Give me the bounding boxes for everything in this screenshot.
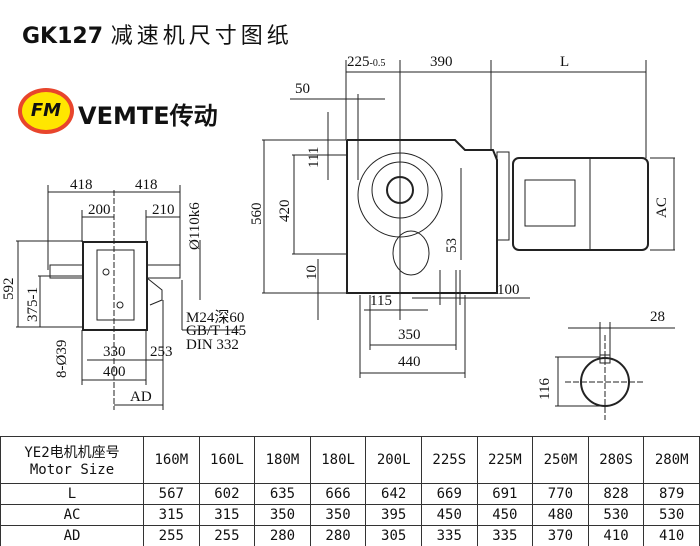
- value-cell: 335: [420, 525, 478, 546]
- value-cell: 480: [532, 504, 589, 526]
- dim-440: 440: [398, 354, 421, 370]
- value-cell: 350: [254, 504, 311, 526]
- dim-253: 253: [150, 344, 173, 360]
- dim-shaft-diameter: Ø110k6: [187, 202, 203, 250]
- value-cell: 828: [587, 483, 645, 505]
- value-cell: 350: [309, 504, 367, 526]
- brand-logo: FM: [18, 88, 74, 134]
- motor-size-cell: 180L: [309, 436, 367, 484]
- row-label: AC: [0, 504, 144, 526]
- value-cell: 335: [476, 525, 534, 546]
- value-cell: 305: [365, 525, 422, 546]
- dim-210: 210: [152, 202, 175, 218]
- dim-592: 592: [1, 277, 17, 301]
- standard-gb: GB/T 145: [186, 323, 247, 339]
- dim-400: 400: [103, 364, 126, 380]
- technical-drawing: [16, 60, 675, 420]
- value-cell: 530: [587, 504, 645, 526]
- dim-420: 420: [277, 199, 293, 223]
- motor-size-cell: 225S: [420, 436, 478, 484]
- value-cell: 669: [420, 483, 478, 505]
- value-cell: 410: [587, 525, 645, 546]
- value-cell: 370: [532, 525, 589, 546]
- value-cell: 879: [643, 483, 700, 505]
- dim-53: 53: [444, 238, 460, 253]
- dim-10: 10: [304, 265, 320, 280]
- dim-115: 115: [370, 293, 392, 309]
- value-cell: 770: [532, 483, 589, 505]
- side-view-drawing: [16, 185, 240, 410]
- dim-l: L: [560, 54, 570, 70]
- dim-225: 225-0.5: [347, 54, 386, 70]
- value-cell: 530: [643, 504, 700, 526]
- main-view-drawing: [262, 60, 675, 378]
- motor-size-cell: 180M: [254, 436, 311, 484]
- dim-350: 350: [398, 327, 421, 343]
- motor-size-cell: 225M: [476, 436, 534, 484]
- page-title: GK127 减速机尺寸图纸: [22, 24, 293, 49]
- thread-spec: M24深60: [186, 310, 245, 326]
- dim-ac: AC: [654, 197, 670, 218]
- row-label: L: [0, 483, 144, 505]
- dim-111: 111: [306, 146, 322, 168]
- dim-200: 200: [88, 202, 111, 218]
- dim-100: 100: [497, 282, 520, 298]
- motor-size-cell: 160L: [198, 436, 256, 484]
- value-cell: 255: [198, 525, 256, 546]
- dim-116: 116: [537, 378, 553, 400]
- value-cell: 450: [476, 504, 534, 526]
- brand-name: VEMTE传动: [78, 102, 218, 130]
- value-cell: 635: [254, 483, 311, 505]
- dim-390: 390: [430, 54, 453, 70]
- value-cell: 602: [198, 483, 256, 505]
- value-cell: 450: [420, 504, 478, 526]
- row-label: AD: [0, 525, 144, 546]
- motor-size-cell: 250M: [532, 436, 589, 484]
- value-cell: 666: [309, 483, 367, 505]
- motor-size-cell: 200L: [365, 436, 422, 484]
- value-cell: 315: [143, 504, 200, 526]
- standard-din: DIN 332: [186, 337, 239, 353]
- motor-size-cell: 160M: [143, 436, 200, 484]
- dim-418-left: 418: [70, 177, 93, 193]
- dim-375: 375-1: [25, 287, 41, 322]
- value-cell: 315: [198, 504, 256, 526]
- dim-330: 330: [103, 344, 126, 360]
- dim-560: 560: [249, 202, 265, 226]
- value-cell: 280: [309, 525, 367, 546]
- dim-418-right: 418: [135, 177, 158, 193]
- motor-size-cell: 280S: [587, 436, 645, 484]
- value-cell: 691: [476, 483, 534, 505]
- value-cell: 410: [643, 525, 700, 546]
- value-cell: 255: [143, 525, 200, 546]
- value-cell: 642: [365, 483, 422, 505]
- dim-28: 28: [650, 309, 665, 325]
- value-cell: 395: [365, 504, 422, 526]
- value-cell: 567: [143, 483, 200, 505]
- value-cell: 280: [254, 525, 311, 546]
- dim-holes: 8-Ø39: [54, 339, 70, 378]
- dim-50: 50: [295, 81, 310, 97]
- motor-size-cell: 280M: [643, 436, 700, 484]
- dim-ad: AD: [130, 389, 152, 405]
- shaft-section-drawing: [555, 322, 675, 420]
